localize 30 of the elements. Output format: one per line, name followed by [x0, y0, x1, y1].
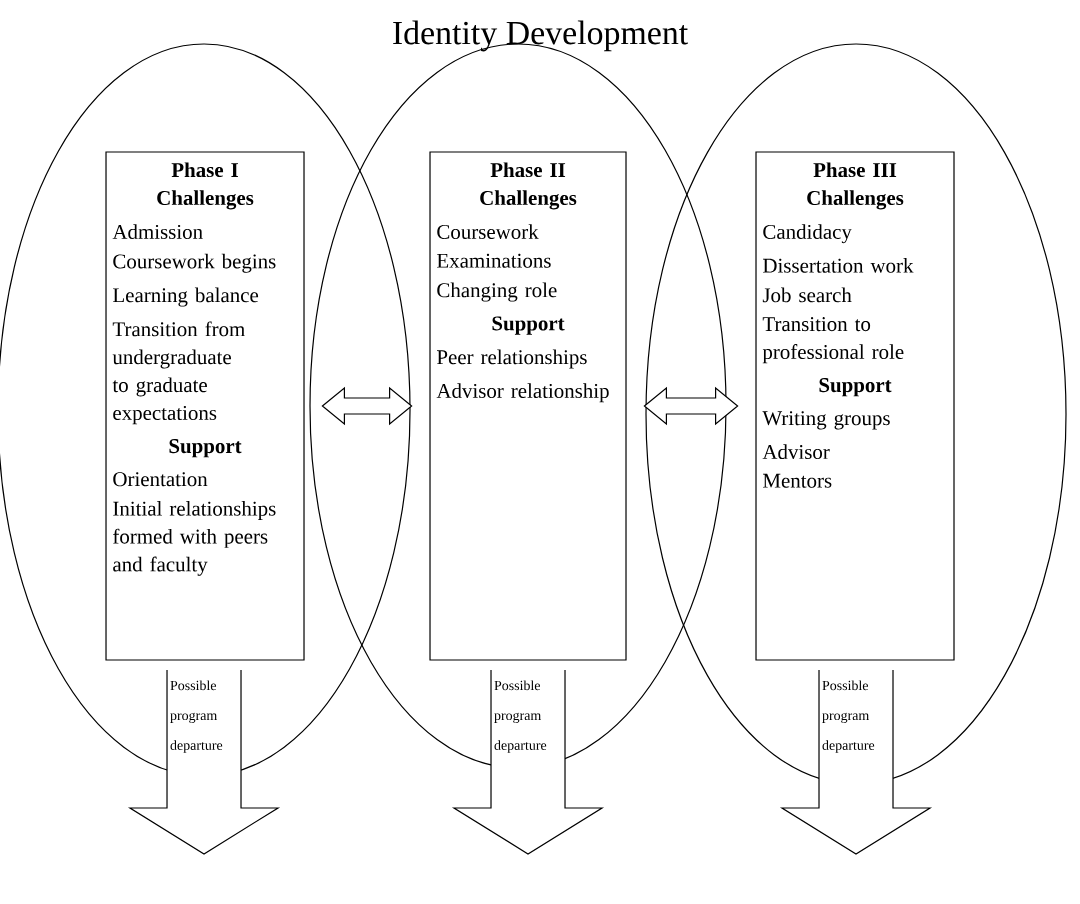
list-item: Transition from undergraduate to graduate expectations	[112, 321, 245, 425]
list-item: Job search	[762, 287, 852, 303]
list-item: Coursework	[437, 224, 539, 239]
heading-text: Phase III Challenges	[807, 162, 904, 210]
list-item: Peer relationships	[437, 349, 587, 369]
phase-box	[429, 151, 627, 661]
list-item: Admission	[112, 224, 203, 239]
list-item: Advisor	[762, 444, 830, 460]
list-item: Orientation	[113, 472, 208, 487]
heading-text: Phase I Challenges	[157, 162, 254, 210]
phase-box	[105, 151, 305, 661]
title: Identity Development	[393, 20, 688, 52]
heading-text: Support	[169, 439, 242, 458]
list-item: Mentors	[763, 473, 832, 488]
list-item: Initial relationships formed with peers and faculty	[113, 501, 276, 576]
list-item: Dissertation work	[763, 258, 914, 273]
list-item: Candidacy	[763, 224, 852, 244]
list-item: Transition to professional role	[762, 317, 904, 364]
list-item: Advisor relationship	[436, 383, 609, 403]
list-item: Changing role	[437, 282, 557, 302]
double-arrow	[321, 386, 413, 426]
list-item: Writing groups	[762, 411, 890, 430]
list-item: Learning balance	[113, 287, 259, 307]
list-item: Examinations	[437, 253, 551, 268]
double-arrow	[643, 386, 739, 426]
list-item: Coursework begins	[113, 253, 276, 273]
heading-text: Support	[819, 378, 892, 397]
heading-text: Phase II Challenges	[480, 162, 577, 210]
phase-box	[755, 151, 955, 661]
heading-text: Support	[492, 316, 565, 335]
